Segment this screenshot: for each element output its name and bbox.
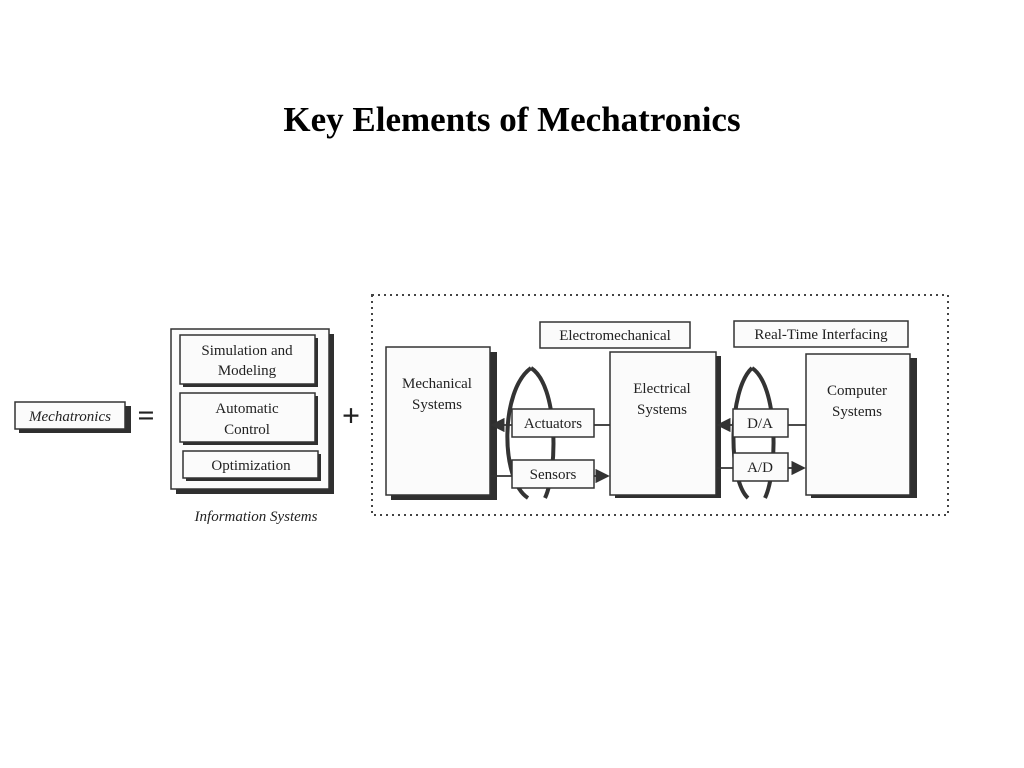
page-title: Key Elements of Mechatronics	[283, 100, 741, 139]
information-systems-caption: Information Systems	[194, 509, 318, 525]
ad-box: A/D	[732, 452, 789, 482]
equals-sign: =	[137, 399, 154, 432]
da-box: D/A	[732, 408, 789, 438]
automatic-label-line1: Automatic	[215, 401, 279, 417]
computer-systems-box: Computer Systems	[805, 353, 917, 498]
electrical-label-line1: Electrical	[633, 381, 690, 397]
computer-label-line1: Computer	[827, 383, 887, 399]
simulation-label-line2: Modeling	[218, 363, 277, 379]
sensors-box: Sensors	[511, 459, 595, 489]
simulation-label-line1: Simulation and	[201, 343, 293, 359]
electrical-label-line2: Systems	[637, 402, 687, 418]
mechanical-label-line2: Systems	[412, 397, 462, 413]
automatic-control-box: Automatic Control	[179, 392, 318, 445]
automatic-label-line2: Control	[224, 422, 270, 438]
optimization-label: Optimization	[211, 458, 291, 474]
plus-sign: +	[342, 397, 360, 433]
mechanical-systems-box: Mechanical Systems	[385, 346, 497, 500]
electrical-systems-box: Electrical Systems	[609, 351, 721, 498]
da-label: D/A	[747, 416, 773, 432]
mechatronics-box: Mechatronics	[14, 401, 131, 433]
electromechanical-label: Electromechanical	[559, 328, 671, 344]
mechatronics-label: Mechatronics	[28, 409, 111, 425]
information-systems-group: Simulation and Modeling Automatic Contro…	[170, 328, 334, 494]
optimization-box: Optimization	[182, 450, 321, 481]
dotted-boundary	[371, 294, 949, 516]
realtime-label: Real-Time Interfacing	[754, 327, 888, 343]
electromechanical-label-box: Electromechanical	[539, 321, 691, 349]
actuators-label: Actuators	[524, 416, 582, 432]
ad-label: A/D	[747, 460, 773, 476]
simulation-modeling-box: Simulation and Modeling	[179, 334, 318, 387]
computer-label-line2: Systems	[832, 404, 882, 420]
actuators-box: Actuators	[511, 408, 595, 438]
realtime-label-box: Real-Time Interfacing	[733, 320, 909, 348]
actuator-sensor-loop-left	[505, 366, 533, 500]
sensors-label: Sensors	[530, 467, 577, 483]
mechanical-label-line1: Mechanical	[402, 376, 472, 392]
